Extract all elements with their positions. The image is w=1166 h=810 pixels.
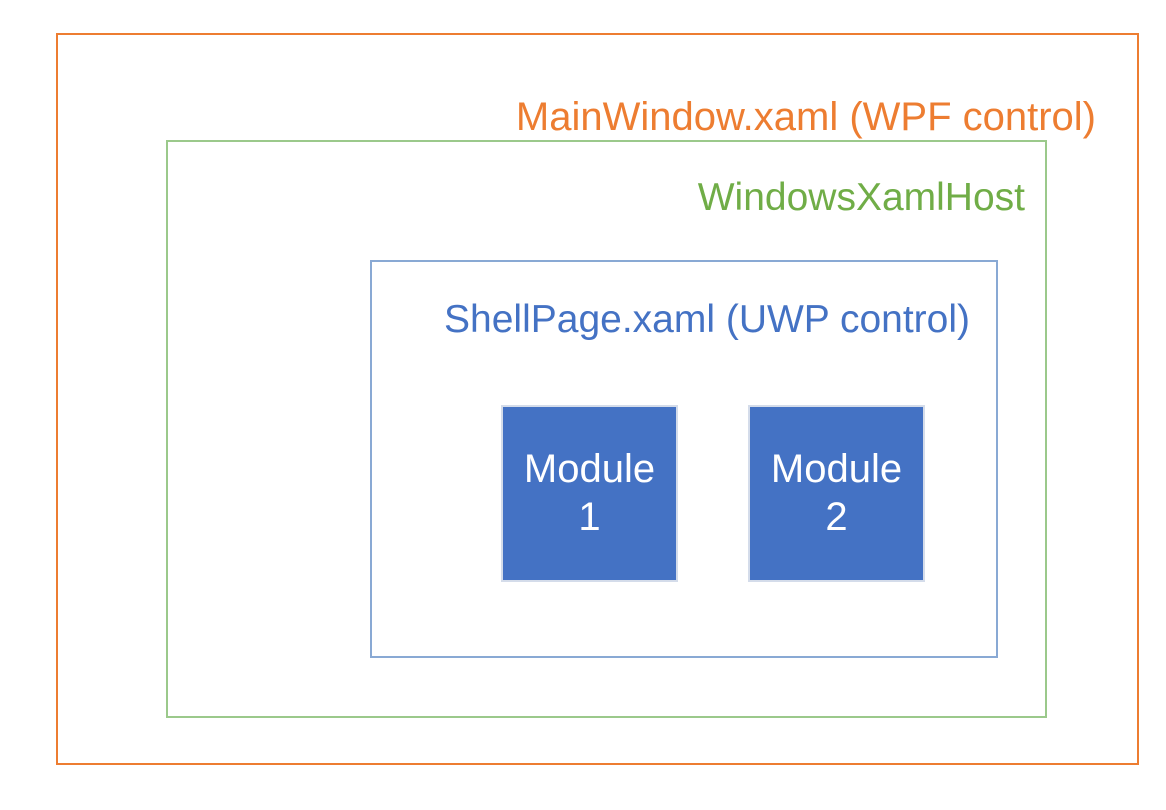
container-shellpage-uwp: ShellPage.xaml (UWP control) [370, 260, 998, 658]
module-block-1: Module 1 [501, 405, 678, 582]
module-1-label-line-1: Module [523, 447, 656, 492]
module-2-label-line-1: Module [770, 447, 903, 492]
container-mainwindow-wpf: MainWindow.xaml (WPF control) [56, 33, 1139, 765]
container-shellpage-title: ShellPage.xaml (UWP control) [444, 298, 970, 341]
module-block-2: Module 2 [748, 405, 925, 582]
container-windowsxamlhost-title: WindowsXamlHost [697, 176, 1025, 219]
module-1-label-line-2: 1 [578, 494, 601, 539]
module-2-label-line-2: 2 [825, 494, 848, 539]
container-mainwindow-title: MainWindow.xaml (WPF control) [515, 95, 1096, 139]
container-windowsxamlhost: WindowsXamlHost [166, 140, 1047, 718]
